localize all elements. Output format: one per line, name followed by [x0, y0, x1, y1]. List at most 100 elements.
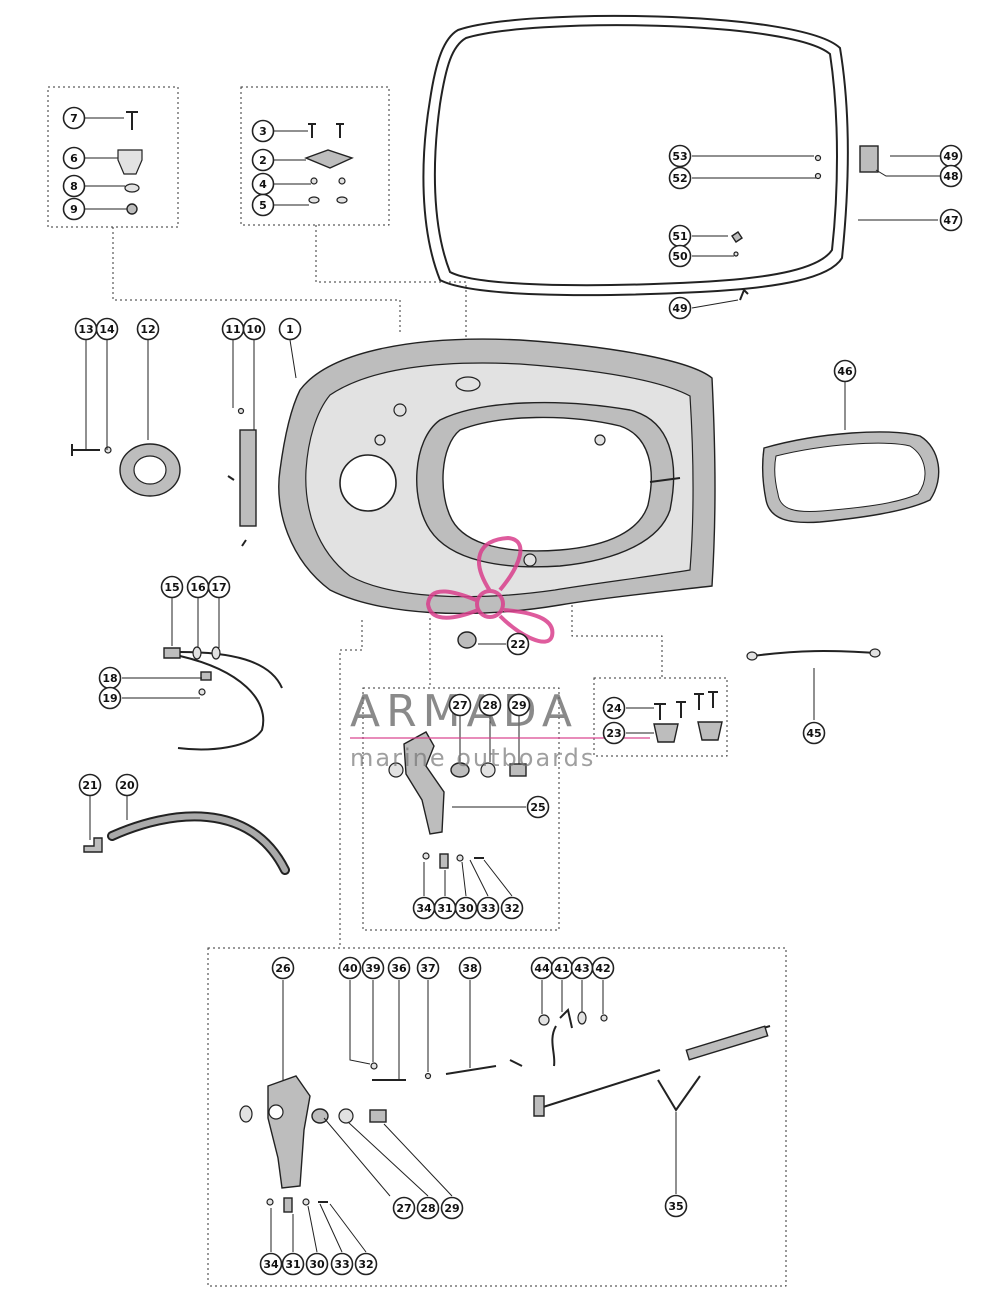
part-callout-15: 15: [160, 575, 184, 599]
callout-circle: [354, 1252, 378, 1276]
callout-number: 33: [334, 1258, 349, 1271]
leader-lines: [84, 117, 940, 1253]
part-callout-38: 38: [458, 956, 482, 980]
callout-number: 10: [246, 323, 262, 336]
part-callout-31: 31: [433, 896, 457, 920]
callout-number: 3: [259, 125, 267, 138]
callout-circle: [330, 1252, 354, 1276]
callout-number: 5: [259, 199, 267, 212]
callout-circle: [507, 693, 531, 717]
callout-circle: [281, 1252, 305, 1276]
part-callout-49: 49: [939, 144, 963, 168]
part-callout-12: 12: [136, 317, 160, 341]
callout-circle: [664, 1194, 688, 1218]
callout-circle: [338, 956, 362, 980]
callout-circle: [78, 773, 102, 797]
callout-circle: [602, 696, 626, 720]
callout-number: 51: [672, 230, 687, 243]
part-callout-51: 51: [668, 224, 692, 248]
plug: [457, 631, 477, 649]
callout-number: 6: [70, 152, 78, 165]
callout-circle: [62, 146, 86, 170]
callout-circle: [392, 1196, 416, 1220]
part-callout-2: 2: [251, 148, 275, 172]
callout-number: 42: [595, 962, 610, 975]
callout-circle: [506, 632, 530, 656]
part-callout-27: 27: [392, 1196, 416, 1220]
callout-number: 4: [259, 178, 267, 191]
callout-number: 25: [530, 801, 545, 814]
part-callout-21: 21: [78, 773, 102, 797]
part-callout-17: 17: [207, 575, 231, 599]
callout-circle: [668, 296, 692, 320]
callout-number: 35: [668, 1200, 683, 1213]
part-callout-50: 50: [668, 244, 692, 268]
callout-number: 29: [511, 699, 526, 712]
callout-number: 46: [837, 365, 853, 378]
callout-circle: [602, 721, 626, 745]
callout-circle: [62, 106, 86, 130]
callout-number: 36: [391, 962, 407, 975]
callout-circle: [458, 956, 482, 980]
part-callout-46: 46: [833, 359, 857, 383]
callout-circle: [454, 896, 478, 920]
part-callout-52: 52: [668, 166, 692, 190]
callout-number: 27: [396, 1202, 411, 1215]
callout-number: 19: [102, 692, 117, 705]
part-callout-19: 19: [98, 686, 122, 710]
part-callout-4: 4: [251, 172, 275, 196]
part-callout-43: 43: [570, 956, 594, 980]
callout-number: 7: [70, 112, 78, 125]
part-callout-6: 6: [62, 146, 86, 170]
callout-circle: [259, 1252, 283, 1276]
part-callout-22: 22: [506, 632, 530, 656]
callout-number: 26: [275, 962, 291, 975]
callout-circle: [136, 317, 160, 341]
callout-number: 41: [554, 962, 569, 975]
callout-number: 34: [416, 902, 432, 915]
shift-linkage-group: [239, 1008, 771, 1213]
part-callout-33: 33: [330, 1252, 354, 1276]
callout-number: 30: [309, 1258, 325, 1271]
part-callout-31: 31: [281, 1252, 305, 1276]
callout-circle: [591, 956, 615, 980]
part-callout-26: 26: [271, 956, 295, 980]
callout-number: 28: [420, 1202, 435, 1215]
part-callout-27: 27: [448, 693, 472, 717]
part-callout-45: 45: [802, 721, 826, 745]
callout-circle: [115, 773, 139, 797]
part-callout-20: 20: [115, 773, 139, 797]
hardware-group-a: [117, 111, 143, 215]
part-callout-41: 41: [550, 956, 574, 980]
throttle-lever-group: [388, 731, 527, 869]
callout-circle: [440, 1196, 464, 1220]
callout-number: 31: [437, 902, 452, 915]
part-callout-35: 35: [664, 1194, 688, 1218]
callout-number: 38: [462, 962, 477, 975]
callout-number: 20: [119, 779, 135, 792]
callout-circle: [802, 721, 826, 745]
part-callout-13: 13: [74, 317, 98, 341]
part-callout-5: 5: [251, 193, 275, 217]
callout-number: 21: [82, 779, 97, 792]
callout-circle: [416, 956, 440, 980]
callout-number: 47: [943, 214, 958, 227]
callout-circle: [668, 166, 692, 190]
callout-number: 15: [164, 581, 179, 594]
callout-number: 2: [259, 154, 267, 167]
part-callout-23: 23: [602, 721, 626, 745]
callout-circle: [833, 359, 857, 383]
part-callout-14: 14: [95, 317, 119, 341]
callout-number: 30: [458, 902, 474, 915]
callout-circle: [361, 956, 385, 980]
callout-number: 34: [263, 1258, 279, 1271]
part-callout-29: 29: [440, 1196, 464, 1220]
callout-circle: [416, 1196, 440, 1220]
callout-circle: [271, 956, 295, 980]
grommet-assembly: [71, 443, 181, 497]
seal-strip: [227, 407, 257, 547]
part-callout-9: 9: [62, 197, 86, 221]
callout-circle: [478, 693, 502, 717]
